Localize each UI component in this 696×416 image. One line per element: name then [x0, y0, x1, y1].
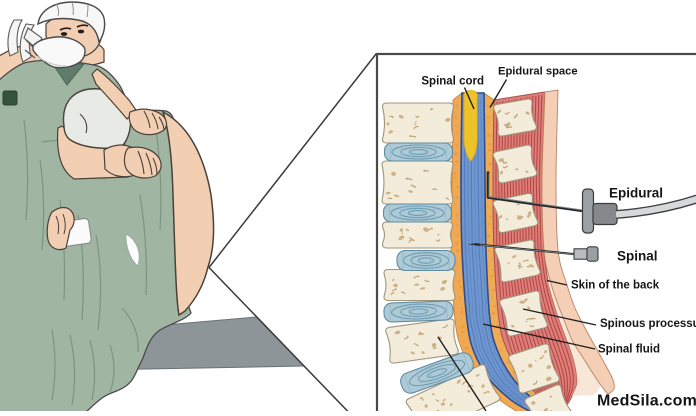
svg-text:Spinal: Spinal: [617, 249, 658, 264]
svg-text:Skin of the back: Skin of the back: [571, 280, 660, 292]
svg-text:Spinous processus: Spinous processus: [600, 318, 696, 330]
svg-text:Epidural: Epidural: [609, 186, 663, 201]
svg-text:Epidural space: Epidural space: [498, 66, 578, 78]
svg-text:MedSila.com: MedSila.com: [597, 393, 696, 410]
svg-text:Spinal fluid: Spinal fluid: [598, 344, 660, 356]
svg-text:Spinal cord: Spinal cord: [421, 76, 484, 88]
